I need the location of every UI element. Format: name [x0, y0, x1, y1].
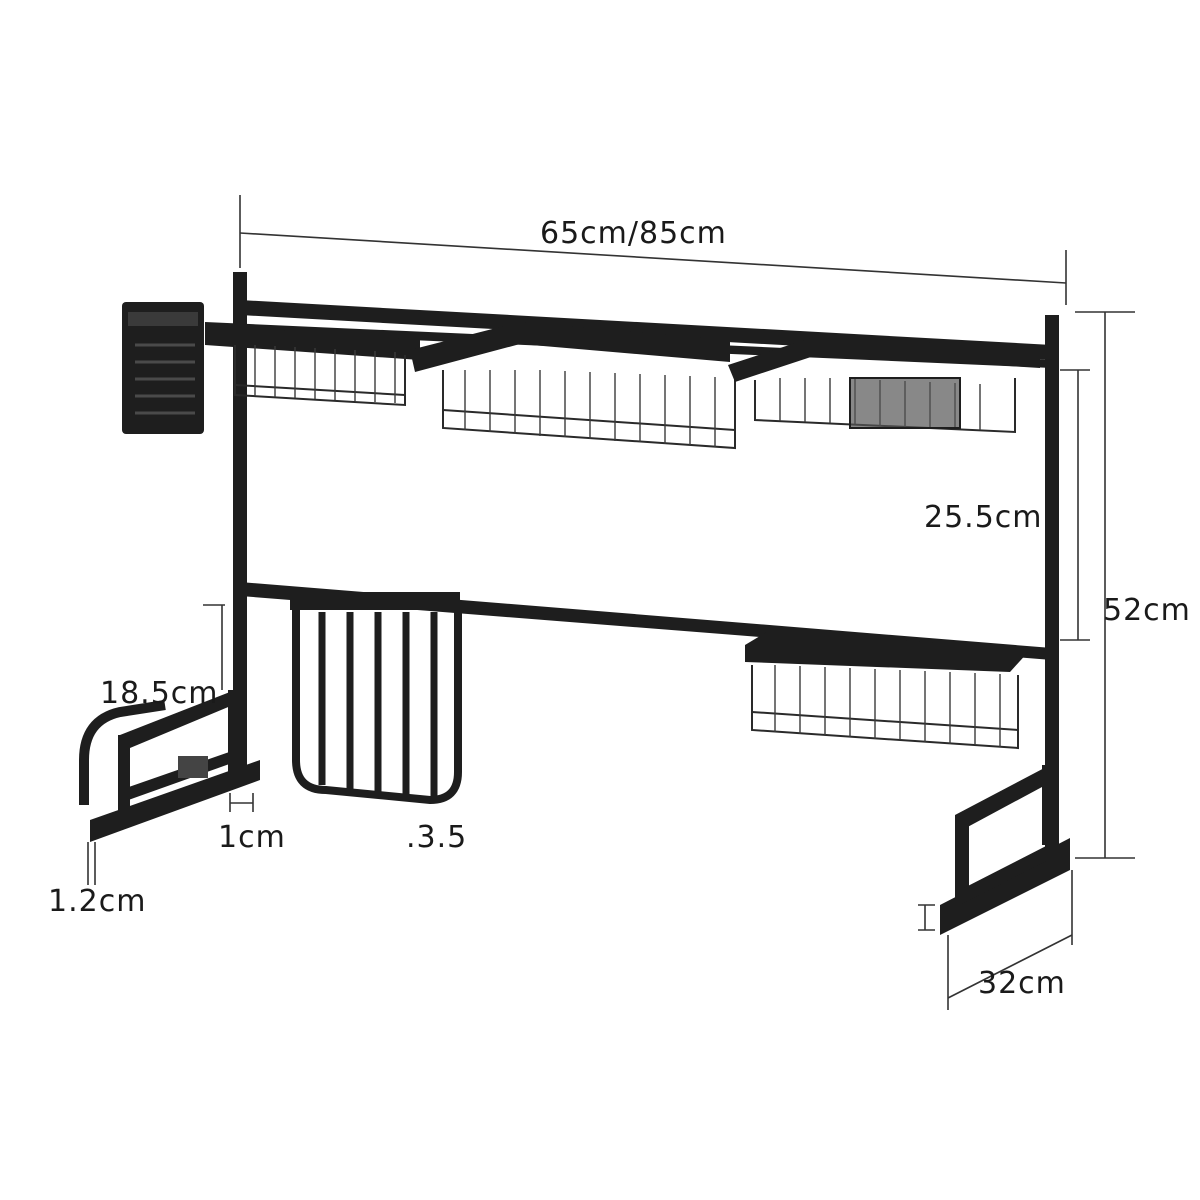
cup-holder-label: .3.5 — [406, 820, 467, 855]
total-height-label: 52cm — [1103, 593, 1191, 628]
utensil-holder — [122, 302, 204, 434]
right-post — [1045, 315, 1059, 855]
foot-thickness-label: 1.2cm — [48, 884, 146, 919]
left-leg — [79, 690, 260, 842]
rail-gap-label: 1cm — [218, 820, 286, 855]
top-right-basket — [728, 335, 1040, 434]
top-left-basket — [205, 325, 420, 407]
left-post — [233, 272, 247, 777]
lower-right-basket — [745, 630, 1030, 750]
mesh-panel — [850, 378, 960, 428]
right-leg — [940, 765, 1070, 935]
lower-height-label: 18.5cm — [100, 676, 219, 711]
dimension-lines — [87, 195, 1135, 1010]
top-middle-basket — [410, 322, 736, 450]
shelf-gap-label: 25.5cm — [924, 500, 1043, 535]
width-label: 65cm/85cm — [540, 216, 727, 251]
board-holder — [290, 592, 462, 805]
depth-label: 32cm — [978, 966, 1066, 1001]
